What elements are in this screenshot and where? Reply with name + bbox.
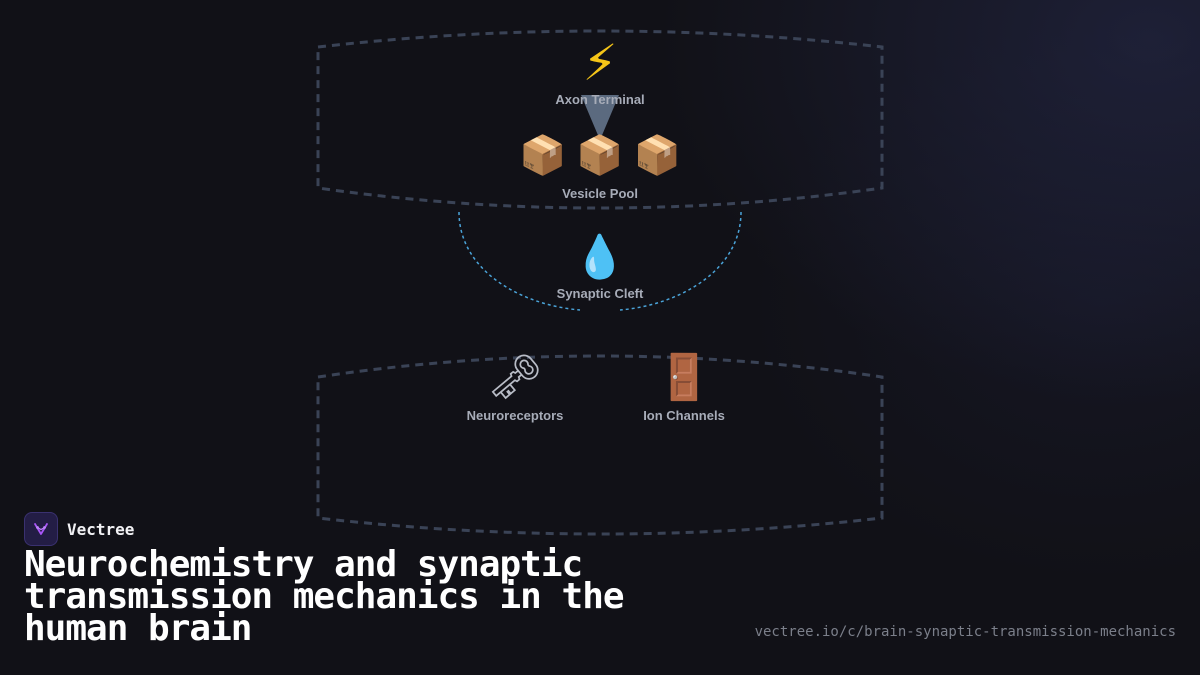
ion-channels-label: Ion Channels bbox=[643, 408, 725, 423]
presynaptic-region bbox=[316, 29, 884, 210]
cleft-arc-right bbox=[619, 211, 742, 311]
neuroreceptors-node: 🗝 Neuroreceptors bbox=[466, 352, 564, 424]
synaptic-cleft-node: 💧 Synaptic Cleft bbox=[556, 232, 644, 302]
axon-terminal-node: ⚡ bbox=[582, 38, 617, 88]
package-icon: 📦📦📦 bbox=[519, 133, 691, 177]
door-icon: 🚪 bbox=[656, 352, 712, 403]
axon-terminal-label-wrap: Axon Terminal bbox=[555, 92, 644, 107]
synaptic-cleft-label: Synaptic Cleft bbox=[556, 286, 644, 301]
ion-channels-node: 🚪 Ion Channels bbox=[643, 352, 725, 424]
vesicle-pool-node: 📦📦📦 bbox=[519, 136, 691, 174]
key-icon: 🗝 bbox=[487, 352, 543, 403]
droplet-icon: 💧 bbox=[573, 232, 627, 281]
brand-name: Vectree bbox=[67, 519, 135, 539]
vesicle-pool-label-wrap: Vesicle Pool bbox=[562, 186, 638, 201]
page-url[interactable]: vectree.io/c/brain-synaptic-transmission… bbox=[754, 624, 1176, 640]
cleft-arc-left bbox=[458, 211, 581, 311]
postsynaptic-region bbox=[316, 354, 884, 536]
vesicle-pool-label: Vesicle Pool bbox=[562, 186, 638, 201]
vectree-logo-icon bbox=[24, 512, 58, 546]
page-title: Neurochemistry and synaptic transmission… bbox=[24, 544, 625, 649]
connector-arrow bbox=[581, 95, 619, 140]
lightning-icon: ⚡ bbox=[582, 34, 618, 92]
neuroreceptors-label: Neuroreceptors bbox=[466, 408, 564, 423]
axon-terminal-label: Axon Terminal bbox=[555, 92, 645, 107]
brand: Vectree bbox=[24, 512, 134, 546]
